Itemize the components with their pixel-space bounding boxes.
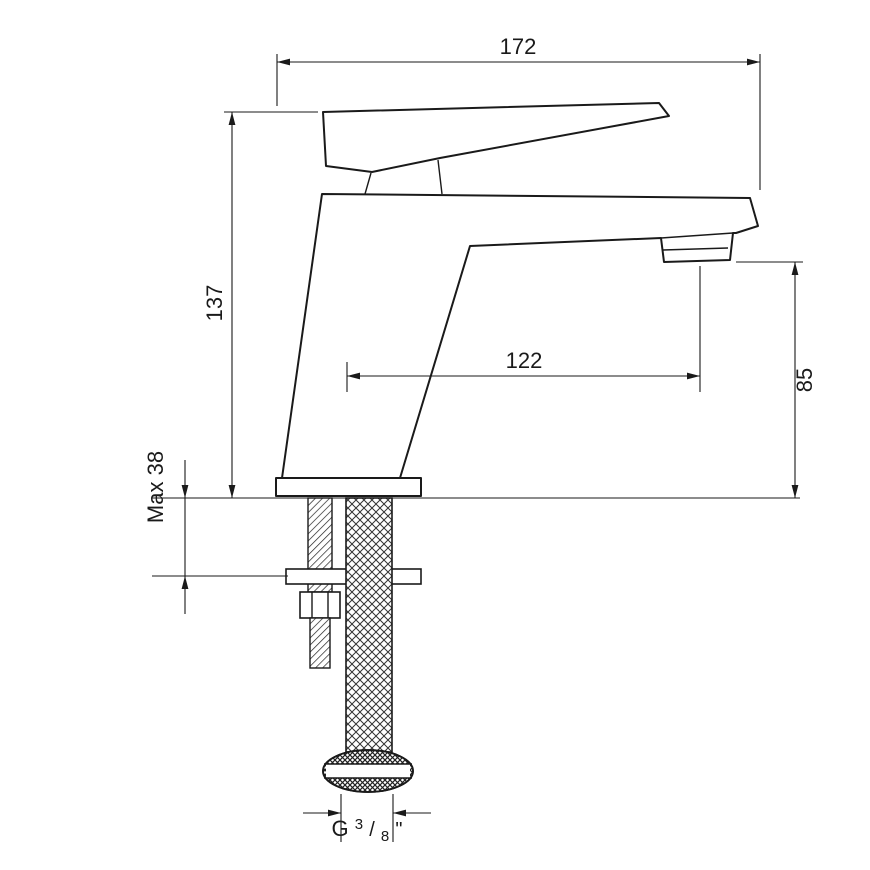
threaded-rod-lower xyxy=(309,617,331,669)
dimension-thread-size: G 3 / 8 " xyxy=(303,794,431,846)
dimension-spout-reach: 122 xyxy=(346,266,701,392)
hose-nut-band-lines xyxy=(324,763,412,779)
dim-spout-height-label: 85 xyxy=(792,368,817,392)
aerator xyxy=(660,232,734,251)
thread-numerator: 3 xyxy=(355,816,363,833)
mounting-nut xyxy=(299,591,341,619)
dimension-body-height: 137 xyxy=(202,111,318,498)
dim-overall-depth-label: 172 xyxy=(500,34,537,59)
flexible-hose xyxy=(322,497,414,793)
faucet-handle xyxy=(322,102,670,173)
hose-nut-band xyxy=(326,764,410,778)
dimension-spout-height: 85 xyxy=(736,261,817,498)
hose-braid xyxy=(345,497,393,753)
hose-nut-outline xyxy=(322,749,414,793)
thread-size-label: G 3 / 8 " xyxy=(332,809,403,846)
dim-thread-extensions xyxy=(340,794,394,842)
thread-denominator: 8 xyxy=(381,828,389,845)
dimension-max-thickness: Max 38 xyxy=(143,451,288,614)
base-plate xyxy=(275,477,422,497)
dim-max-thickness-label: Max 38 xyxy=(143,451,168,523)
faucet-body-spout xyxy=(281,193,759,479)
dimension-overall-depth: 172 xyxy=(276,34,761,190)
mounting-nut-facets xyxy=(311,592,329,618)
faucet-outline xyxy=(275,102,759,497)
countertop xyxy=(152,497,800,577)
thread-slash: / xyxy=(369,819,375,841)
dim-spout-reach-label: 122 xyxy=(506,348,543,373)
thread-suffix: " xyxy=(395,819,402,841)
dim-body-height-label: 137 xyxy=(202,285,227,322)
faucet-neck xyxy=(364,159,443,195)
thread-prefix: G xyxy=(332,816,349,841)
